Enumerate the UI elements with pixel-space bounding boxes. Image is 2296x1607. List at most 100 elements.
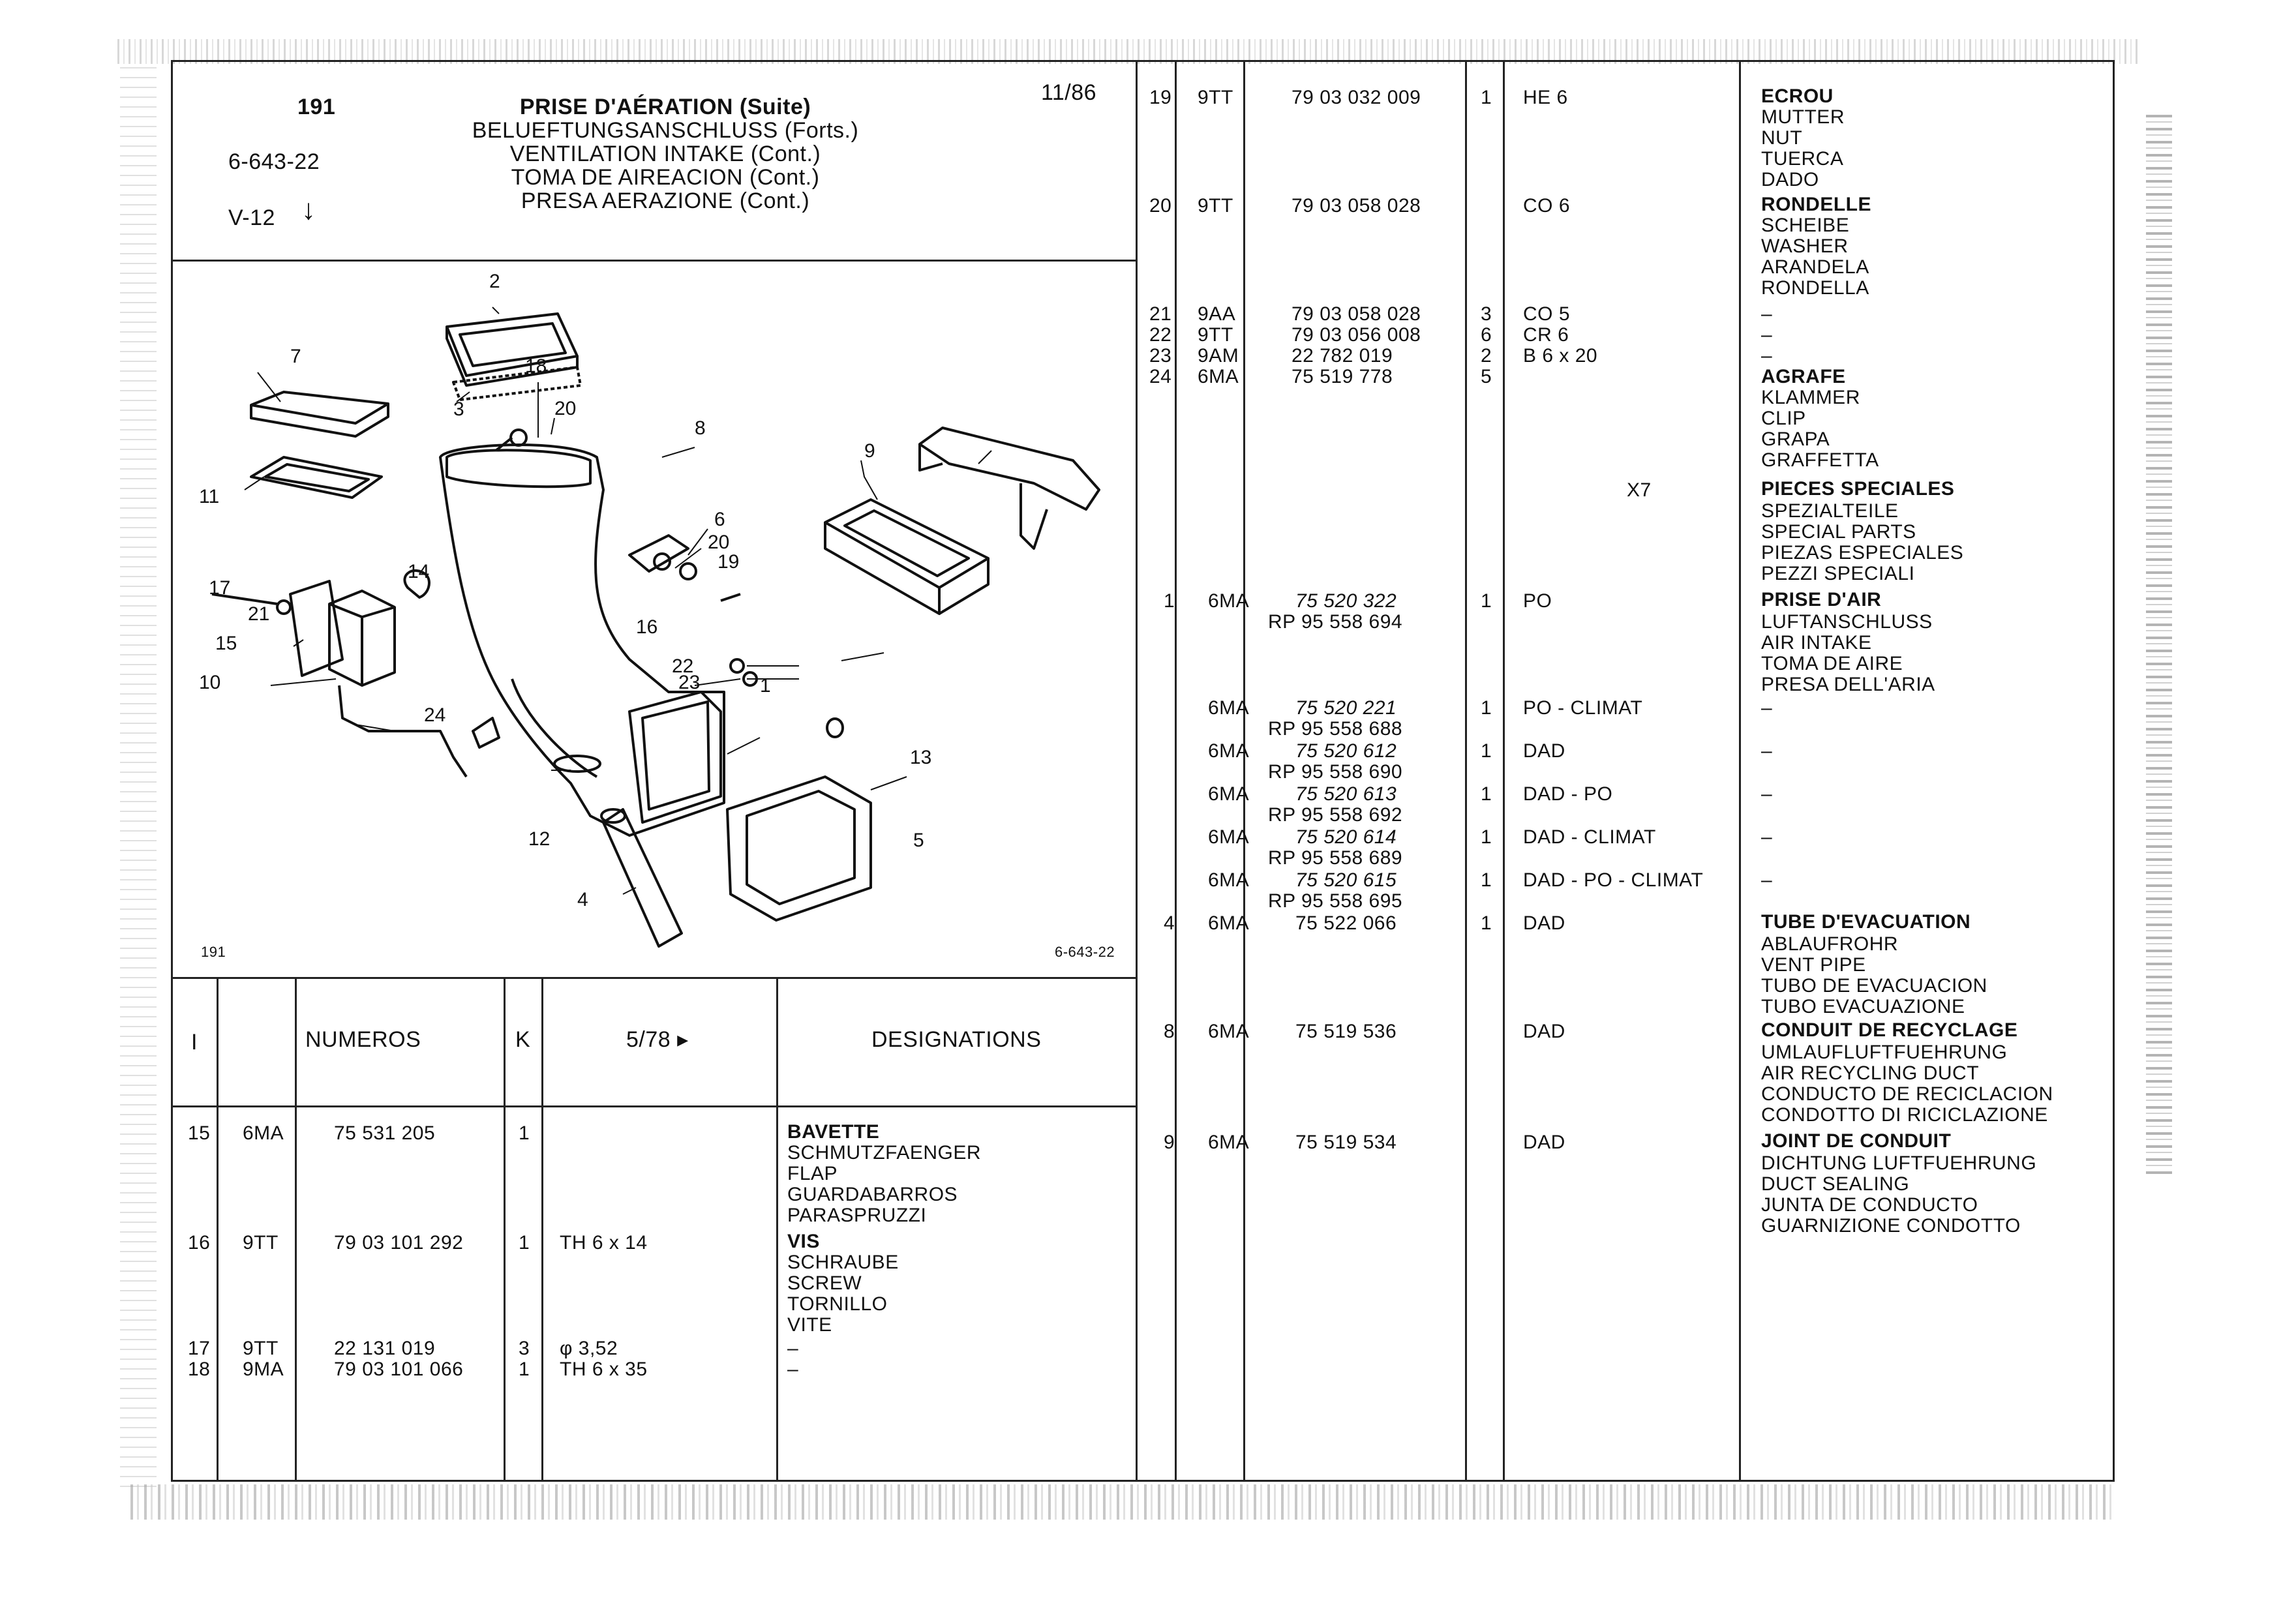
row-number: 22 782 019: [1292, 345, 1393, 367]
row-designation: PIEZAS ESPECIALES: [1761, 542, 1964, 563]
header-rule: [173, 260, 1136, 262]
part-7-plate-side: [250, 404, 389, 438]
callout-6: 6: [714, 509, 725, 530]
figure-caption-right: 6-643-22: [1055, 944, 1115, 960]
row-number: 79 03 058 028: [1292, 303, 1421, 325]
row-item: 19: [1149, 87, 1172, 108]
row-number: 75 520 613: [1295, 783, 1397, 805]
col-header-k: K: [515, 1027, 531, 1052]
row-number-rp: RP 95 558 694: [1268, 611, 1403, 633]
part-22-washer: [729, 658, 745, 674]
scan-noise-bottom: [130, 1484, 2113, 1520]
row-number-rp: RP 95 558 692: [1268, 804, 1403, 826]
row-qty: 1: [1481, 590, 1492, 612]
row-designation: SCHRAUBE: [787, 1252, 899, 1273]
row-designation: CLIP: [1761, 408, 1806, 429]
part-20-washer-b: [653, 552, 671, 571]
row-designation: TORNILLO: [787, 1293, 888, 1315]
row-number-rp: RP 95 558 688: [1268, 718, 1403, 740]
row-code: 9TT: [1198, 87, 1233, 108]
row-qty: 1: [1481, 740, 1492, 762]
row-qty: 1: [1481, 87, 1492, 108]
title-de: BELUEFTUNGSANSCHLUSS (Forts.): [472, 118, 859, 143]
row-code: 6MA: [1208, 783, 1250, 805]
row-number: 79 03 101 066: [334, 1359, 464, 1380]
callout-17: 17: [209, 577, 230, 599]
callout-13: 13: [910, 747, 931, 768]
row-code: 6MA: [1208, 697, 1250, 719]
row-item: 20: [1149, 195, 1172, 217]
row-designation: –: [1761, 345, 1773, 367]
row-designation: –: [787, 1338, 799, 1359]
row-designation: TOMA DE AIRE: [1761, 653, 1903, 674]
row-designation: TUBE D'EVACUATION: [1761, 911, 1971, 933]
row-designation: GUARDABARROS: [787, 1184, 958, 1205]
row-designation: –: [1761, 697, 1773, 719]
row-item: 15: [188, 1122, 211, 1144]
row-designation: DICHTUNG LUFTFUEHRUNG: [1761, 1152, 2037, 1174]
model-reference: V-12: [228, 205, 275, 230]
row-spec: DAD - PO: [1523, 783, 1613, 805]
row-item: 4: [1164, 912, 1175, 934]
row-number: 75 519 536: [1295, 1021, 1397, 1042]
part-8-recycling-duct: [918, 427, 1100, 550]
row-designation: VENT PIPE: [1761, 954, 1866, 976]
row-spec: DAD - CLIMAT: [1523, 826, 1656, 848]
row-spec: DAD: [1523, 1021, 1565, 1042]
row-designation: VITE: [787, 1314, 832, 1336]
row-designation: VIS: [787, 1231, 820, 1252]
page-title-block: PRISE D'AÉRATION (Suite) BELUEFTUNGSANSC…: [417, 95, 913, 213]
row-designation: SPECIAL PARTS: [1761, 521, 1916, 543]
row-qty: 3: [1481, 303, 1492, 325]
title-fr: PRISE D'AÉRATION (Suite): [519, 95, 811, 119]
table-col-divider: [541, 977, 543, 1480]
row-number-rp: RP 95 558 695: [1268, 890, 1403, 912]
callout-5: 5: [913, 830, 924, 851]
row-code: 9TT: [1198, 195, 1233, 217]
row-code: 6MA: [1208, 869, 1250, 891]
scan-noise-left: [120, 65, 157, 1487]
part-12-ring: [553, 755, 601, 773]
scan-noise-top: [117, 39, 2139, 64]
row-designation: GRAPA: [1761, 428, 1830, 450]
row-qty: 1: [519, 1122, 530, 1144]
row-designation: PEZZI SPECIALI: [1761, 563, 1915, 584]
part-4-vent-pipe: [600, 808, 683, 948]
row-designation: PIECES SPECIALES: [1761, 478, 1955, 500]
row-item: 8: [1164, 1021, 1175, 1042]
part-24-clip: [472, 717, 500, 749]
column-divider: [1503, 62, 1505, 1480]
callout-14: 14: [408, 561, 429, 582]
row-item: 16: [188, 1232, 211, 1254]
row-code: 9TT: [243, 1232, 279, 1254]
row-designation: TUBO EVACUAZIONE: [1761, 996, 1965, 1017]
row-spec: DAD: [1523, 740, 1565, 762]
row-spec: PO - CLIMAT: [1523, 697, 1643, 719]
callout-9: 9: [864, 440, 875, 462]
row-qty: 1: [1481, 912, 1492, 934]
row-designation: CONDOTTO DI RICICLAZIONE: [1761, 1104, 2048, 1126]
row-code: 9AA: [1198, 303, 1236, 325]
row-qty: 1: [1481, 783, 1492, 805]
callout-21: 21: [248, 603, 269, 625]
row-spec: TH 6 x 35: [560, 1359, 648, 1380]
row-number: 79 03 032 009: [1292, 87, 1421, 108]
row-code: 6MA: [1208, 1132, 1250, 1153]
row-number: 22 131 019: [334, 1338, 436, 1359]
row-number: 79 03 058 028: [1292, 195, 1421, 217]
row-number: 75 531 205: [334, 1122, 436, 1144]
part-21-washer: [276, 599, 292, 615]
row-spec: DAD: [1523, 1132, 1565, 1153]
revision-date: 11/86: [1041, 80, 1097, 105]
column-divider: [1175, 62, 1177, 1480]
row-designation: NUT: [1761, 127, 1803, 149]
column-divider: [1465, 62, 1467, 1480]
callout-11: 11: [199, 486, 219, 507]
part-7-plate: [250, 391, 389, 425]
row-designation: TUERCA: [1761, 148, 1844, 170]
row-spec: CO 6: [1523, 195, 1571, 217]
row-spec: TH 6 x 14: [560, 1232, 648, 1254]
callout-3: 3: [453, 398, 464, 420]
column-divider: [1243, 62, 1245, 1480]
col-header-date: 5/78 ▸: [626, 1027, 689, 1052]
